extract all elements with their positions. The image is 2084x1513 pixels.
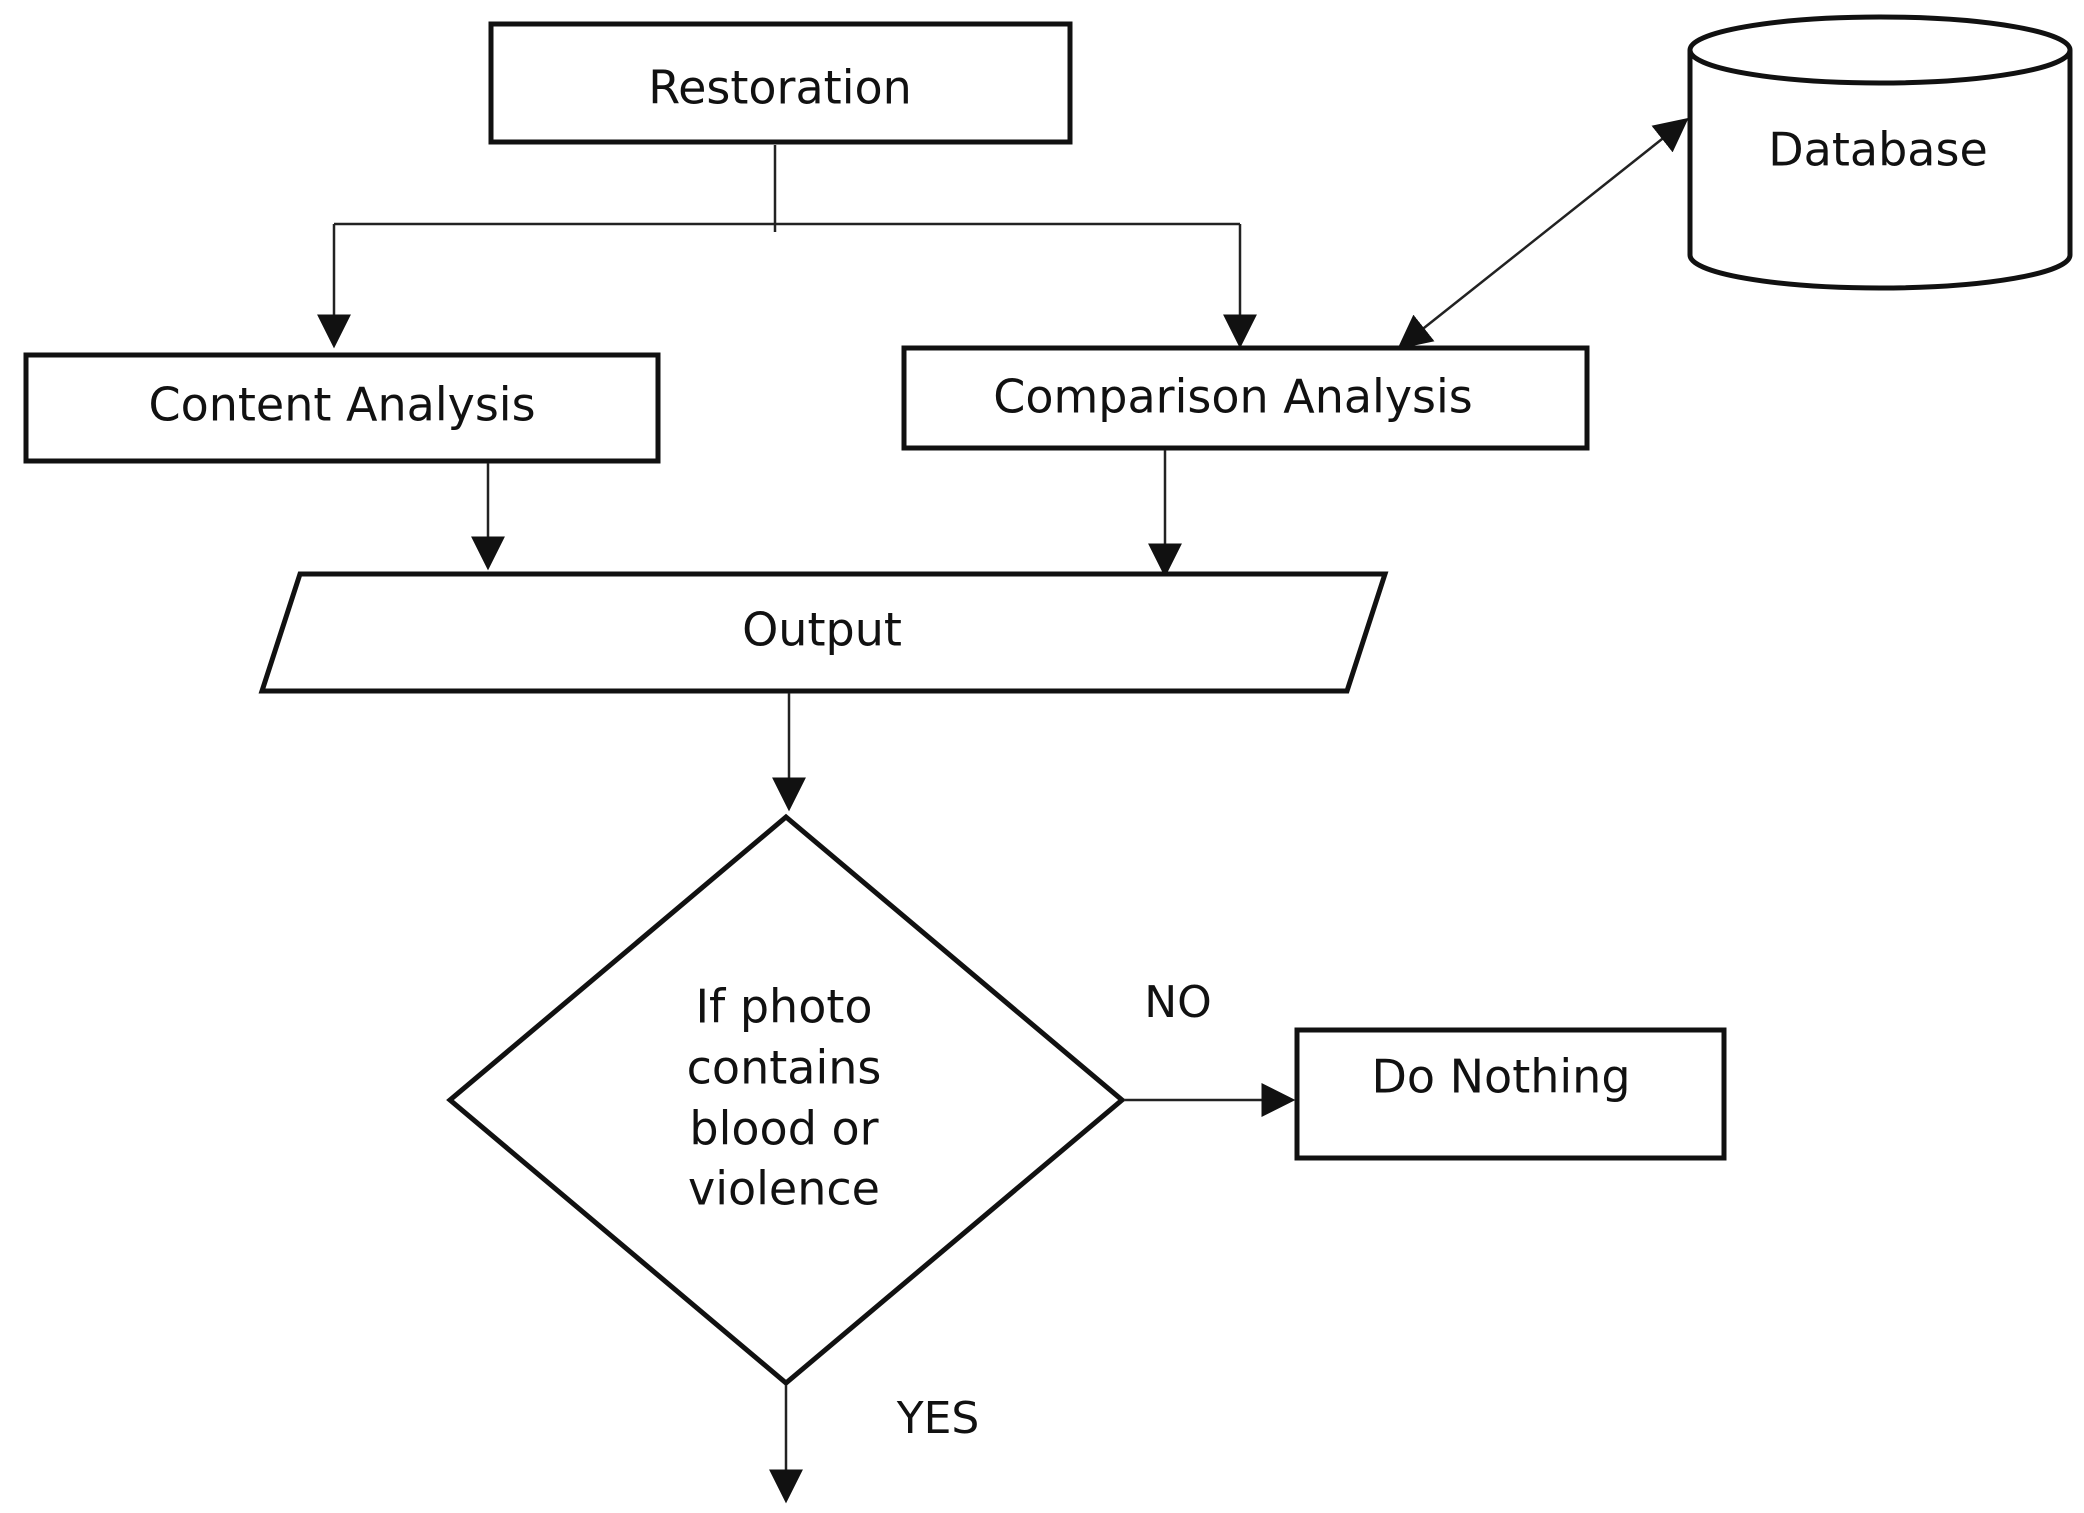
content-analysis-label: Content Analysis <box>148 378 535 432</box>
yes-branch-label: YES <box>896 1393 980 1444</box>
database-comparison-connector <box>1397 117 1689 350</box>
decision-label-line-2: contains <box>687 1041 882 1095</box>
decision-label-line-3: blood or <box>689 1102 878 1156</box>
output-label: Output <box>742 603 902 657</box>
do-nothing-node: Do Nothing <box>1294 1027 1727 1161</box>
database-label: Database <box>1768 123 1988 177</box>
decision-label-line-4: violence <box>688 1162 880 1216</box>
restoration-label: Restoration <box>648 61 912 115</box>
restoration-split-connector <box>317 145 1257 349</box>
database-node: Database <box>1687 14 2073 291</box>
no-branch-label: NO <box>1144 977 1212 1028</box>
decision-node: If photo contains blood or violence <box>446 813 1126 1387</box>
comparison-analysis-label: Comparison Analysis <box>993 370 1473 424</box>
comparison-analysis-node: Comparison Analysis <box>901 345 1590 451</box>
content-analysis-node: Content Analysis <box>23 352 661 464</box>
do-nothing-label: Do Nothing <box>1371 1050 1630 1104</box>
restoration-node: Restoration <box>488 21 1073 145</box>
output-node: Output <box>258 571 1389 694</box>
decision-label-line-1: If photo <box>695 980 872 1034</box>
